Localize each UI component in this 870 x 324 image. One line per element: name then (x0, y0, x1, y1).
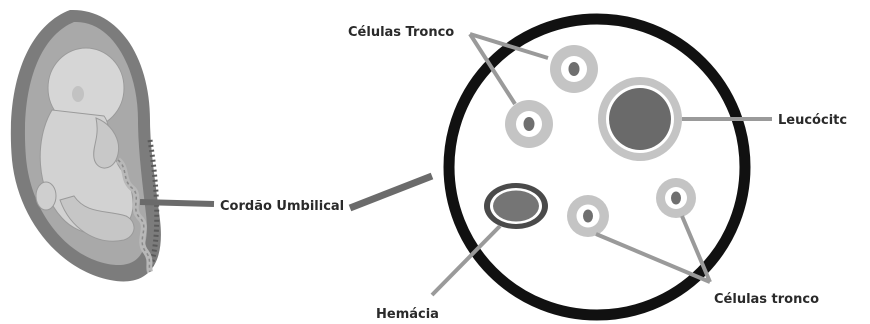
stem-cells-top-label: Células Tronco (348, 25, 454, 40)
stem-cell (550, 45, 598, 93)
leukocyte (598, 77, 682, 161)
fetus-in-womb-icon (11, 10, 161, 281)
leukocyte-label: Leucócitc (778, 113, 847, 128)
stem-cell (505, 100, 553, 148)
cord-connector-right (350, 176, 432, 208)
stem-cells-bottom-label: Células tronco (714, 292, 819, 307)
red-blood-cell (484, 183, 548, 229)
stem-cell (656, 178, 696, 218)
umbilical-cord-label: Cordão Umbilical (220, 199, 344, 214)
stem-cell (567, 195, 609, 237)
cord-connector-left (140, 202, 214, 204)
red-blood-cell-label: Hemácia (376, 307, 439, 322)
